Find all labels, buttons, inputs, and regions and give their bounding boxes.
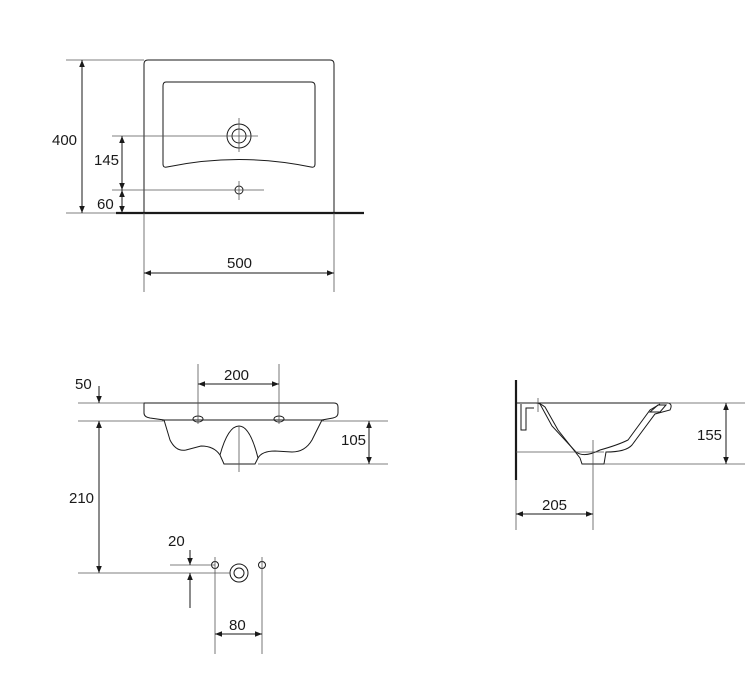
dim-fixing-height-label: 210 [69, 490, 94, 507]
dim-hole-offset-label: 20 [168, 533, 185, 550]
dim-projection-label: 205 [542, 497, 567, 514]
dim-depth-label: 155 [697, 427, 722, 444]
dim-fixing-spacing-label: 200 [224, 367, 249, 384]
dim-tap-offset-label: 145 [94, 152, 119, 169]
bowl-outline [162, 81, 316, 168]
basin-outline [143, 59, 335, 212]
front-view: 50 200 105 210 20 80 [69, 364, 388, 654]
front-basin-outline [143, 402, 339, 465]
dim-hole-spacing-label: 80 [229, 617, 246, 634]
dim-top-thickness-label: 50 [75, 376, 92, 393]
top-view: 400 145 60 500 [52, 59, 364, 292]
overflow-hole [215, 181, 264, 200]
tap-hole [215, 118, 258, 152]
dim-overflow-offset-label: 60 [97, 196, 114, 213]
dim-height-label: 400 [52, 132, 77, 149]
dim-bowl-depth-label: 105 [341, 432, 366, 449]
side-view: 155 205 [514, 380, 745, 530]
side-basin-outline [516, 402, 672, 465]
hole-pattern [211, 561, 266, 583]
side-bracket [520, 404, 534, 431]
dim-width-label: 500 [227, 255, 252, 272]
side-basin-inner [539, 403, 661, 456]
